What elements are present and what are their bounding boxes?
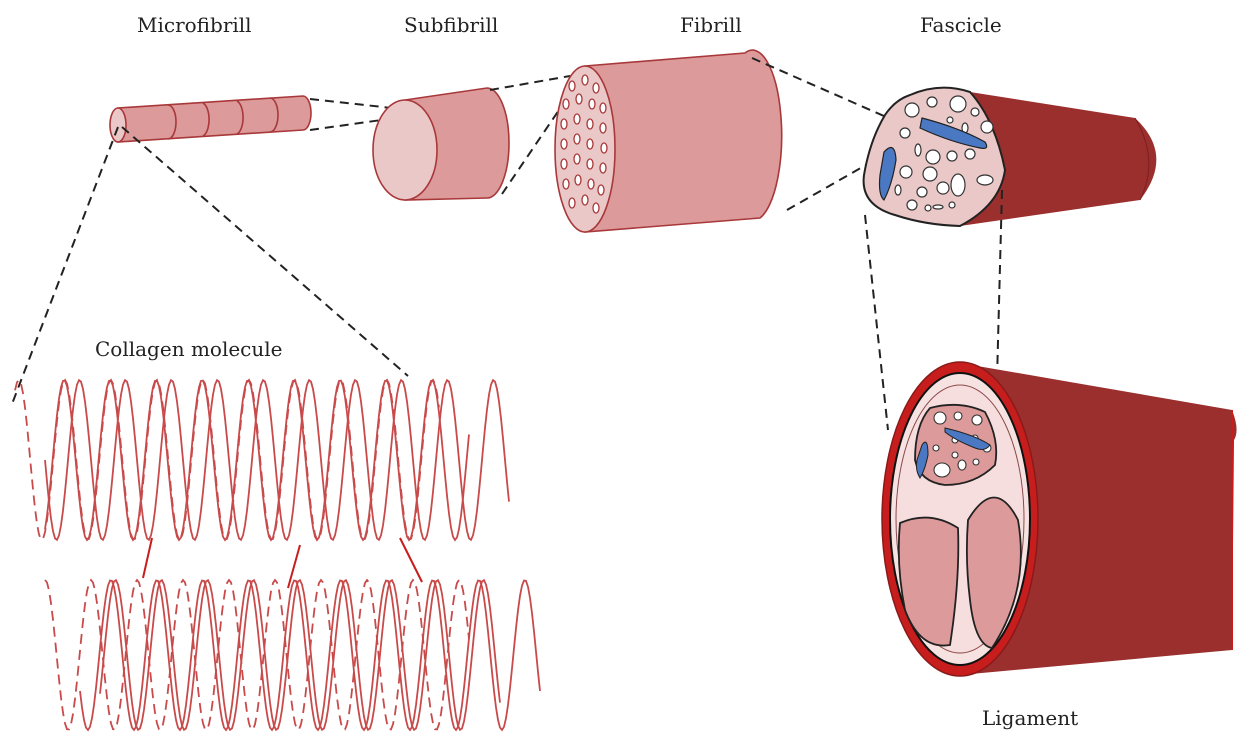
subfibrill-label: Subfibrill [404, 13, 498, 37]
fibrill-shape [555, 50, 782, 232]
crosslinks [143, 538, 422, 588]
helix-bottom-solid-a [80, 581, 540, 731]
collagen-molecule-label: Collagen molecule [95, 337, 283, 361]
microfibrill-label: Microfibrill [137, 13, 252, 37]
helix-top-dashed [15, 380, 439, 540]
subfibrill-shape [373, 88, 509, 200]
fibrill-label: Fibrill [680, 13, 742, 37]
fascicle-label: Fascicle [920, 13, 1002, 37]
helix-bottom-dashed [45, 580, 469, 729]
collagen-triple-helix [12, 127, 540, 730]
ligament-shape [882, 362, 1237, 676]
fascicle-shape [864, 88, 1157, 226]
ligament-label: Ligament [982, 706, 1078, 730]
microfibrill-shape [110, 96, 311, 142]
